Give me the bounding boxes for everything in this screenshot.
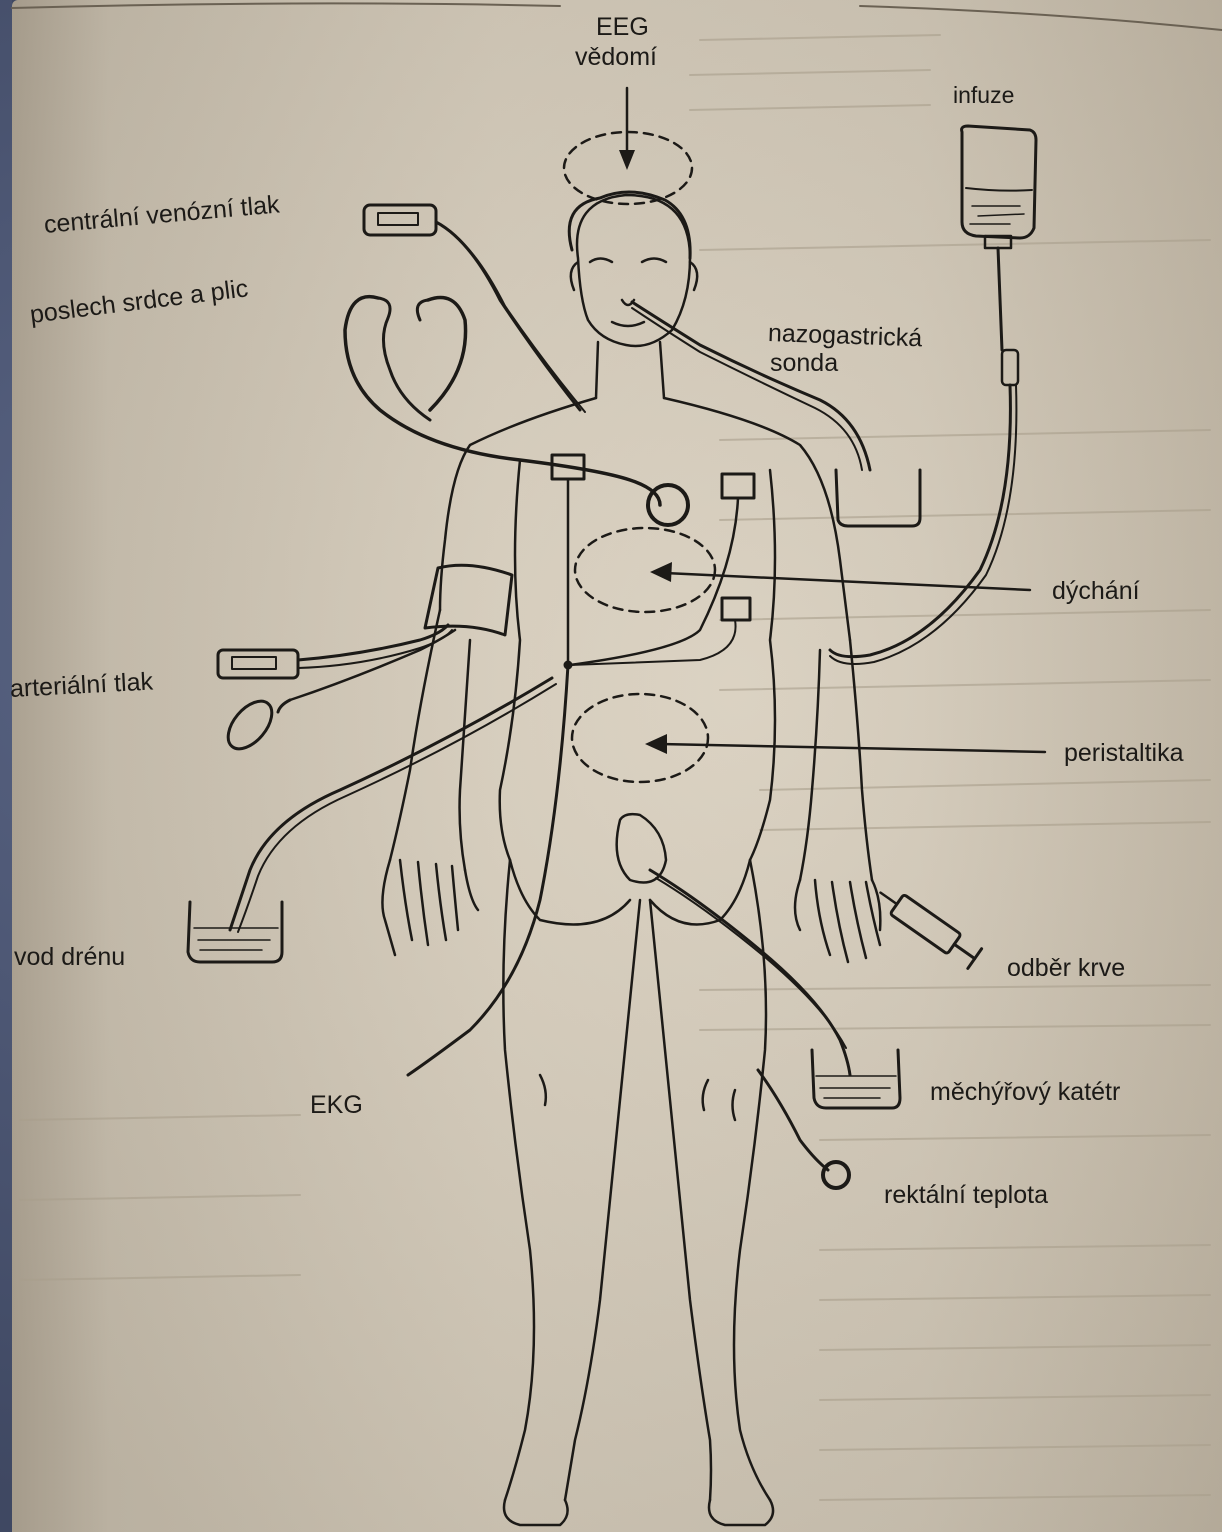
label-sonda: sonda [770, 348, 838, 378]
label-dychani: dýchání [1052, 576, 1140, 606]
drip-chamber [1002, 350, 1018, 385]
label-peristaltika: peristaltika [1064, 738, 1184, 768]
infusion-bag [962, 126, 1036, 238]
ecg-electrode-3 [722, 598, 750, 620]
stethoscope-chestpiece [648, 485, 688, 525]
label-eeg: EEG [596, 12, 649, 42]
label-katetr: měchýřový katétr [930, 1077, 1120, 1107]
left-foot [504, 1500, 568, 1525]
left-hand [382, 860, 478, 955]
label-vedomi: vědomí [575, 42, 657, 72]
thermometer-ring [823, 1162, 849, 1188]
breathing-arrowhead [650, 562, 672, 582]
peristalsis-arrow-line [660, 744, 1045, 752]
label-ekg: EKG [310, 1090, 363, 1120]
page-top-edge-right [860, 6, 1222, 30]
syringe [874, 883, 982, 969]
hair [569, 192, 690, 258]
cvt-monitor [364, 205, 585, 412]
peristalsis-dashed-oval [572, 694, 708, 782]
peristalsis-arrowhead [645, 734, 667, 754]
neck [596, 342, 598, 398]
bp-bulb [220, 693, 281, 756]
ecg-cable [408, 665, 568, 1075]
torso-left [440, 398, 596, 610]
ecg-leads [408, 455, 754, 1075]
label-teplota: rektální teplota [884, 1180, 1048, 1210]
bp-gauge [218, 650, 298, 678]
right-hand [795, 880, 880, 962]
breathing-dashed-oval [575, 528, 715, 612]
left-arm [390, 610, 440, 860]
genitals [617, 814, 666, 882]
right-foot [709, 1500, 773, 1525]
head-outline [577, 195, 690, 346]
label-odber: odběr krve [1007, 953, 1125, 983]
faint-book-text [20, 35, 1210, 1500]
eeg-arrowhead [619, 150, 635, 170]
page-top-edge [12, 3, 560, 8]
left-leg [503, 860, 534, 1500]
right-arm [850, 640, 872, 880]
label-infuze: infuze [953, 82, 1014, 110]
label-vod-drenu: vod drénu [14, 942, 125, 972]
catheter-bag [812, 1050, 900, 1108]
human-body-figure [382, 192, 880, 1525]
ecg-electrode-2 [722, 474, 754, 498]
